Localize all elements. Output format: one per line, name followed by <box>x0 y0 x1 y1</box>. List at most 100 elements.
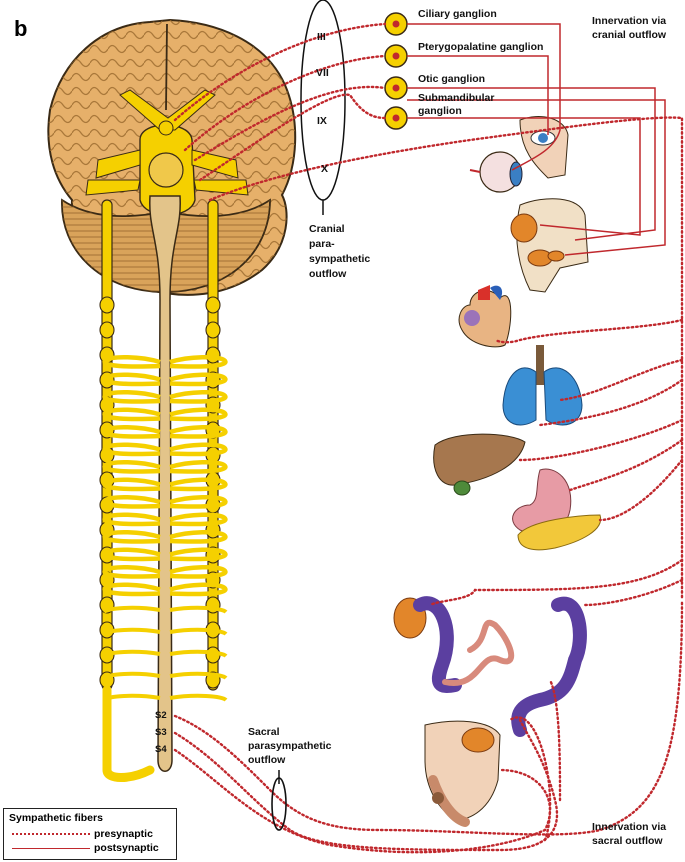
lumbar-nerve-right <box>169 649 228 658</box>
innervation-sacral-line1: Innervation via <box>592 821 666 833</box>
sacral-segment-s3: S3 <box>155 727 167 738</box>
innervation-cranial-line2: cranial outflow <box>592 29 667 41</box>
presynaptic-fiber-vagus <box>208 116 684 602</box>
lumbar-nerve-right <box>169 605 228 614</box>
sacral-branch-colon <box>548 678 562 802</box>
vagal-branch-colon <box>428 558 684 607</box>
segmental-nerve-left <box>102 547 161 562</box>
sacral-outflow-label-line2: parasympathetic <box>248 740 332 752</box>
vagal-branch-colon-b <box>583 578 684 607</box>
segmental-nerve-left <box>102 355 161 369</box>
presynaptic-swatch <box>12 833 90 836</box>
submandibular-ganglion-label-line1: Submandibular <box>418 92 494 104</box>
presynaptic-fiber-vii-b <box>193 85 387 162</box>
cranial-nerve-vii: VII <box>316 67 329 79</box>
segmental-nerve-right <box>169 355 228 369</box>
legend-presynaptic: presynaptic <box>12 828 153 840</box>
cranial-outflow-ellipse <box>300 0 346 215</box>
lumbar-nerve-left <box>102 649 161 658</box>
legend: Sympathetic fibers presynaptic postsynap… <box>3 808 177 860</box>
salivary-glands-head <box>510 198 589 293</box>
chain-node <box>205 296 221 314</box>
sacral-branch-rectum <box>508 716 552 842</box>
segmental-nerve-left <box>102 565 161 579</box>
legend-title: Sympathetic fibers <box>9 812 103 824</box>
colon-small-intestine-organ <box>393 596 515 693</box>
cranial-outflow-label-line4: outflow <box>309 268 347 280</box>
segmental-nerve-right <box>169 425 228 439</box>
heart-organ <box>458 285 512 348</box>
postsynaptic-otic <box>407 87 656 241</box>
presynaptic-fiber-ix <box>198 93 387 182</box>
lumbar-nerve-right <box>169 627 228 636</box>
pterygopalatine-ganglion-label: Pterygopalatine ganglion <box>418 41 543 53</box>
segmental-nerve-left <box>102 372 161 387</box>
bladder-genitalia-organ <box>424 720 501 827</box>
submandibular-ganglion-label-line2: ganglion <box>418 105 462 117</box>
vagal-branch-liver <box>518 418 684 462</box>
lungs-organ <box>502 345 583 426</box>
segmental-nerve-left <box>102 425 161 439</box>
vagal-branch-lungs <box>558 358 684 402</box>
spinal-cord <box>149 195 181 772</box>
otic-ganglion <box>384 76 408 100</box>
panel-label: b <box>14 16 28 41</box>
segmental-nerve-right <box>169 582 228 597</box>
segmental-nerve-right <box>169 460 228 474</box>
segmental-nerve-left <box>102 407 161 422</box>
sacral-fiber-s4 <box>173 748 552 854</box>
legend-postsynaptic: postsynaptic <box>12 842 159 854</box>
chain-node <box>205 321 221 339</box>
cranial-nerve-x: X <box>321 163 328 175</box>
presynaptic-fiber-iii <box>173 22 387 122</box>
lumbar-nerve-right <box>169 671 228 680</box>
legend-postsynaptic-label: postsynaptic <box>94 842 159 854</box>
postsynaptic-parotid <box>407 117 641 236</box>
segmental-nerve-right <box>169 390 228 404</box>
ciliary-ganglion <box>384 12 408 36</box>
otic-ganglion-label: Otic ganglion <box>418 73 485 85</box>
stomach-pancreas-organ <box>512 468 602 551</box>
segmental-nerve-right <box>169 407 228 422</box>
presynaptic-fiber-vii <box>183 54 387 152</box>
segmental-nerve-left <box>102 512 161 527</box>
segmental-nerve-right <box>169 530 228 544</box>
pterygopalatine-ganglion <box>384 44 408 68</box>
sacral-segment-s2: S2 <box>155 710 167 721</box>
segmental-nerve-left <box>102 495 161 509</box>
nerve-fibers <box>173 22 684 854</box>
vagal-branch-lungs-b <box>538 378 684 427</box>
sacral-fiber-s2 <box>173 598 684 836</box>
vagal-branch-pancreas <box>598 458 684 522</box>
segmental-nerve-right <box>169 477 228 492</box>
lumbar-nerve-left <box>102 627 161 636</box>
segmental-nerve-left <box>102 530 161 544</box>
chain-node <box>99 321 115 339</box>
cranial-outflow-label-line2: para- <box>309 238 335 250</box>
cranial-outflow-label-line1: Cranial <box>309 223 345 235</box>
lumbar-nerve-right <box>169 693 228 702</box>
postsynaptic-submandibular <box>407 99 666 256</box>
sacral-outflow-label-line3: outflow <box>248 754 286 766</box>
innervation-cranial-line1: Innervation via <box>592 15 666 27</box>
cranial-nerve-iii: III <box>317 31 326 43</box>
cranial-nerve-ix: IX <box>317 115 327 127</box>
segmental-nerve-left <box>102 477 161 492</box>
chain-left-lower <box>102 685 155 782</box>
sacral-outflow-ellipse <box>271 770 287 831</box>
sacral-outflow-label-line1: Sacral <box>248 726 280 738</box>
segmental-nerve-right <box>169 495 228 509</box>
lumbar-nerve-left <box>102 671 161 680</box>
lumbar-nerve-left <box>102 693 161 702</box>
segmental-nerve-right <box>169 547 228 562</box>
vagal-branch-heart <box>493 318 684 344</box>
vagal-branch-stomach <box>568 438 684 492</box>
segmental-nerve-left <box>102 460 161 474</box>
yellow-nerve-chains <box>99 199 228 782</box>
submandibular-ganglion <box>384 106 408 130</box>
segmental-nerve-right <box>169 512 228 527</box>
segmental-nerve-right <box>169 442 228 457</box>
segmental-nerve-right <box>169 565 228 579</box>
lumbar-nerve-left <box>102 605 161 614</box>
postsynaptic-pterygopalatine <box>407 55 549 135</box>
